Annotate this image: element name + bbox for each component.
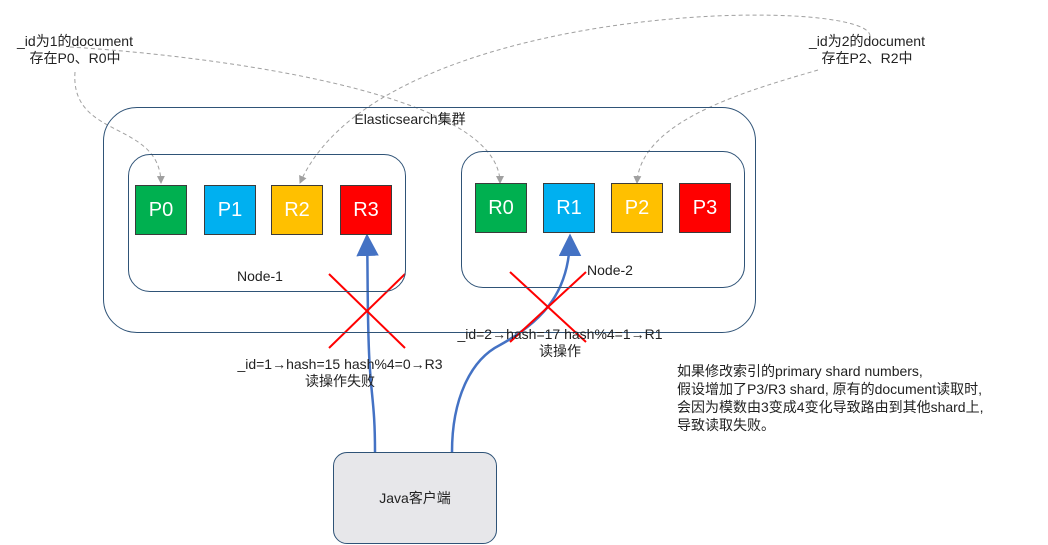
shard-p3-node2: P3 xyxy=(679,183,731,233)
read-op-2-line2: 读操作 xyxy=(539,343,581,359)
read-arrow-to-r1 xyxy=(450,233,582,453)
shard-p0-node1: P0 xyxy=(135,185,187,235)
node-2-label: Node-2 xyxy=(587,262,633,278)
note-line-4: 导致读取失败。 xyxy=(677,417,775,433)
doc1-line1: _id为1的document xyxy=(17,33,133,49)
node-1-label: Node-1 xyxy=(237,268,283,284)
shard-r0-node2: R0 xyxy=(475,183,527,233)
node-2-box xyxy=(461,151,745,288)
read-op-2-line1: _id=2→hash=17 hash%4=1→R1 xyxy=(457,326,663,342)
java-client-box: Java客户端 xyxy=(333,452,497,544)
note-line-3: 会因为模数由3变成4变化导致路由到其他shard上, xyxy=(677,399,984,415)
java-client-label: Java客户端 xyxy=(379,490,451,506)
explanation-note: 如果修改索引的primary shard numbers, 假设增加了P3/R3… xyxy=(677,362,983,434)
shard-r2-node1: R2 xyxy=(271,185,323,235)
read-op-1-line1: _id=1→hash=15 hash%4=0→R3 xyxy=(237,356,443,372)
dashed-arrow-doc1-to-r0 xyxy=(69,46,504,184)
dashed-arrow-doc1-to-p0 xyxy=(74,71,165,184)
note-line-1: 如果修改索引的primary shard numbers, xyxy=(677,363,923,379)
read-op-1-label: _id=1→hash=15 hash%4=0→R3 读操作失败 xyxy=(225,356,455,390)
shard-p2-node2: P2 xyxy=(611,183,663,233)
doc1-location-label: _id为1的document 存在P0、R0中 xyxy=(10,33,140,67)
shard-r1-node2: R1 xyxy=(543,183,595,233)
shard-r3-node1: R3 xyxy=(340,185,392,235)
read-op-2-label: _id=2→hash=17 hash%4=1→R1 读操作 xyxy=(445,326,675,360)
doc1-line2: 存在P0、R0中 xyxy=(29,50,121,66)
shard-p1-node1: P1 xyxy=(204,185,256,235)
doc2-line2: 存在P2、R2中 xyxy=(821,50,913,66)
dashed-arrow-doc2-to-r2 xyxy=(299,14,871,184)
read-arrow-to-r3 xyxy=(356,233,379,453)
red-cross-2 xyxy=(509,271,587,343)
read-op-1-line2: 读操作失败 xyxy=(305,373,375,389)
cluster-label: Elasticsearch集群 xyxy=(354,111,466,127)
note-line-2: 假设增加了P3/R3 shard, 原有的document读取时, xyxy=(677,381,982,397)
doc2-location-label: _id为2的document 存在P2、R2中 xyxy=(800,33,934,67)
doc2-line1: _id为2的document xyxy=(809,33,925,49)
node-1-box xyxy=(128,154,406,292)
cluster-box xyxy=(103,107,756,333)
dashed-arrow-doc2-to-p2 xyxy=(633,69,819,184)
